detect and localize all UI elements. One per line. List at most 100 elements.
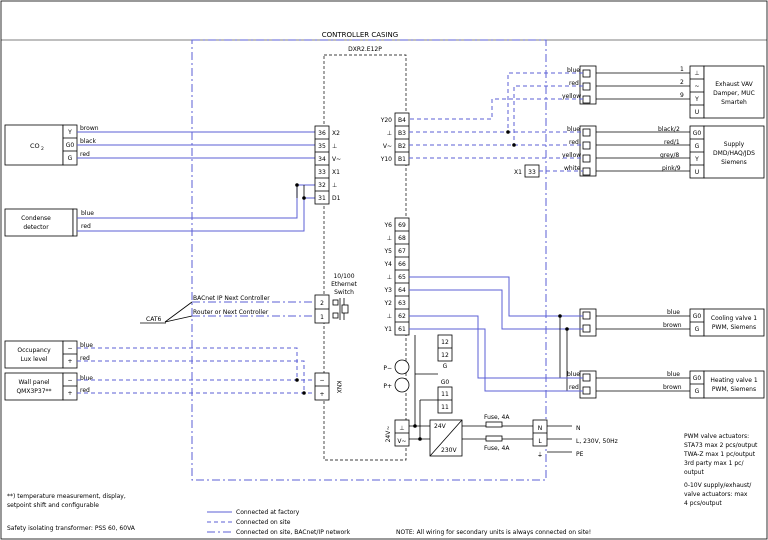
svg-text:brown: brown xyxy=(80,125,99,132)
svg-text:68: 68 xyxy=(398,235,406,242)
svg-text:Smarteh: Smarteh xyxy=(721,99,747,106)
svg-text:⊥: ⊥ xyxy=(387,130,392,137)
svg-text:X1: X1 xyxy=(332,169,340,176)
bacnet-ip-label: BACnet IP Next Controller xyxy=(193,295,270,302)
svg-text:⊥: ⊥ xyxy=(399,425,404,432)
svg-text:⊥: ⊥ xyxy=(387,274,392,281)
controller-box xyxy=(323,54,407,461)
svg-text:N: N xyxy=(576,425,581,432)
svg-text:Wall panel: Wall panel xyxy=(18,379,49,386)
svg-text:Y: Y xyxy=(694,96,699,103)
svg-text:P+: P+ xyxy=(383,383,392,390)
svg-text:Y20: Y20 xyxy=(380,117,392,124)
svg-text:34: 34 xyxy=(318,156,326,163)
svg-text:yellow: yellow xyxy=(562,152,581,159)
svg-text:2: 2 xyxy=(320,300,324,307)
svg-text:TWA-Z max 1 pc/output: TWA-Z max 1 pc/output xyxy=(683,451,756,458)
left-terminal-block: 36 35 34 33 32 31 X2 ⊥ V~ X1 ⊥ D1 xyxy=(314,125,341,205)
svg-text:+: + xyxy=(319,391,324,398)
svg-text:67: 67 xyxy=(398,248,406,255)
svg-text:31: 31 xyxy=(318,195,326,202)
condense-detector: Condense detector blue red xyxy=(4,208,94,237)
svg-text:red: red xyxy=(80,151,90,158)
wall-panel: Wall panel QMX3P37** − + blue red xyxy=(4,372,93,401)
right-terminal-block: B4 B3 B2 B1 Y20 ⊥ V~ Y10 xyxy=(380,112,410,166)
svg-text:1: 1 xyxy=(320,314,324,321)
svg-text:33: 33 xyxy=(528,169,536,176)
knx-terminal: − + KNX xyxy=(314,372,342,401)
svg-text:G0: G0 xyxy=(693,130,702,137)
power-section: ⊥ V~ 24V~ 24V 230V N L ⏚ Fuse, 4A Fuse, … xyxy=(385,414,618,459)
svg-text:G0: G0 xyxy=(693,375,702,382)
svg-text:35: 35 xyxy=(318,143,326,150)
svg-text:KNX: KNX xyxy=(335,381,342,394)
svg-text:Condense: Condense xyxy=(21,215,51,222)
svg-text:33: 33 xyxy=(318,169,326,176)
svg-text:blue: blue xyxy=(80,342,93,349)
svg-text:G: G xyxy=(695,388,700,395)
svg-text:Y3: Y3 xyxy=(384,287,393,294)
notes: PWM valve actuators: STA73 max 2 pcs/out… xyxy=(7,433,758,532)
svg-text:B2: B2 xyxy=(398,143,406,150)
svg-text:G0: G0 xyxy=(66,142,75,149)
svg-text:V~: V~ xyxy=(332,156,341,163)
svg-text:32: 32 xyxy=(318,182,326,189)
svg-text:red/1: red/1 xyxy=(664,139,680,146)
svg-text:2: 2 xyxy=(680,79,684,86)
svg-text:Y: Y xyxy=(67,129,72,136)
svg-text:Supply: Supply xyxy=(724,141,745,148)
svg-text:yellow: yellow xyxy=(562,93,581,100)
svg-text:⊥: ⊥ xyxy=(332,143,337,150)
svg-text:10/100: 10/100 xyxy=(333,273,354,280)
svg-text:detector: detector xyxy=(23,224,49,231)
exhaust-vav: ⊥ ~ Y U Exhaust VAV Damper, MUC Smarteh … xyxy=(562,65,765,119)
pressure-ports: P− P+ xyxy=(383,359,410,393)
svg-text:blue: blue xyxy=(567,371,580,378)
svg-text:Exhaust VAV: Exhaust VAV xyxy=(715,81,753,88)
svg-text:blue: blue xyxy=(567,126,580,133)
svg-text:62: 62 xyxy=(398,313,406,320)
supply-damper: G0 G Y U Supply DMD/HAQ/JDS Siemens blue… xyxy=(514,125,765,179)
svg-text:QMX3P37**: QMX3P37** xyxy=(16,388,51,395)
svg-text:36: 36 xyxy=(318,130,326,137)
svg-text:Siemens: Siemens xyxy=(721,159,747,166)
svg-text:Y: Y xyxy=(694,156,699,163)
co2-label: CO xyxy=(30,142,40,150)
svg-text:X2: X2 xyxy=(332,130,340,137)
svg-text:grey/8: grey/8 xyxy=(660,152,679,159)
svg-text:66: 66 xyxy=(398,261,406,268)
svg-text:G: G xyxy=(68,155,73,162)
svg-text:PWM, Siemens: PWM, Siemens xyxy=(712,324,756,331)
svg-text:PE: PE xyxy=(576,451,584,458)
svg-text:−: − xyxy=(67,377,72,384)
svg-text:Fuse, 4A: Fuse, 4A xyxy=(484,445,510,452)
svg-text:⏚: ⏚ xyxy=(537,452,543,459)
svg-text:B1: B1 xyxy=(398,156,406,163)
svg-text:G: G xyxy=(695,326,700,333)
svg-text:61: 61 xyxy=(398,326,406,333)
svg-text:Lux level: Lux level xyxy=(21,356,48,363)
svg-text:Occupancy: Occupancy xyxy=(17,347,51,354)
svg-text:24V~: 24V~ xyxy=(385,426,392,443)
svg-text:blue: blue xyxy=(667,371,680,378)
svg-text:B4: B4 xyxy=(398,117,406,124)
svg-text:+: + xyxy=(67,358,72,365)
cat6-label: CAT6 xyxy=(146,316,161,323)
svg-text:Y2: Y2 xyxy=(384,300,393,307)
svg-text:red: red xyxy=(569,384,579,391)
svg-text:Safety isolating transformer:: Safety isolating transformer: PSS 60, 60… xyxy=(7,525,136,532)
svg-text:Cooling valve 1: Cooling valve 1 xyxy=(711,315,757,322)
svg-text:blue: blue xyxy=(80,375,93,382)
svg-text:24V: 24V xyxy=(434,423,447,430)
svg-text:red: red xyxy=(80,387,90,394)
svg-text:Heating valve 1: Heating valve 1 xyxy=(710,377,757,384)
casing-label: CONTROLLER CASING xyxy=(322,31,398,39)
svg-text:11: 11 xyxy=(441,391,449,398)
svg-text:X1: X1 xyxy=(514,169,522,176)
legend: Connected at factory Connected on site C… xyxy=(207,509,591,536)
svg-text:white: white xyxy=(564,165,581,172)
svg-text:230V: 230V xyxy=(441,447,457,454)
svg-text:65: 65 xyxy=(398,274,406,281)
svg-text:+: + xyxy=(67,390,72,397)
svg-text:11: 11 xyxy=(441,404,449,411)
